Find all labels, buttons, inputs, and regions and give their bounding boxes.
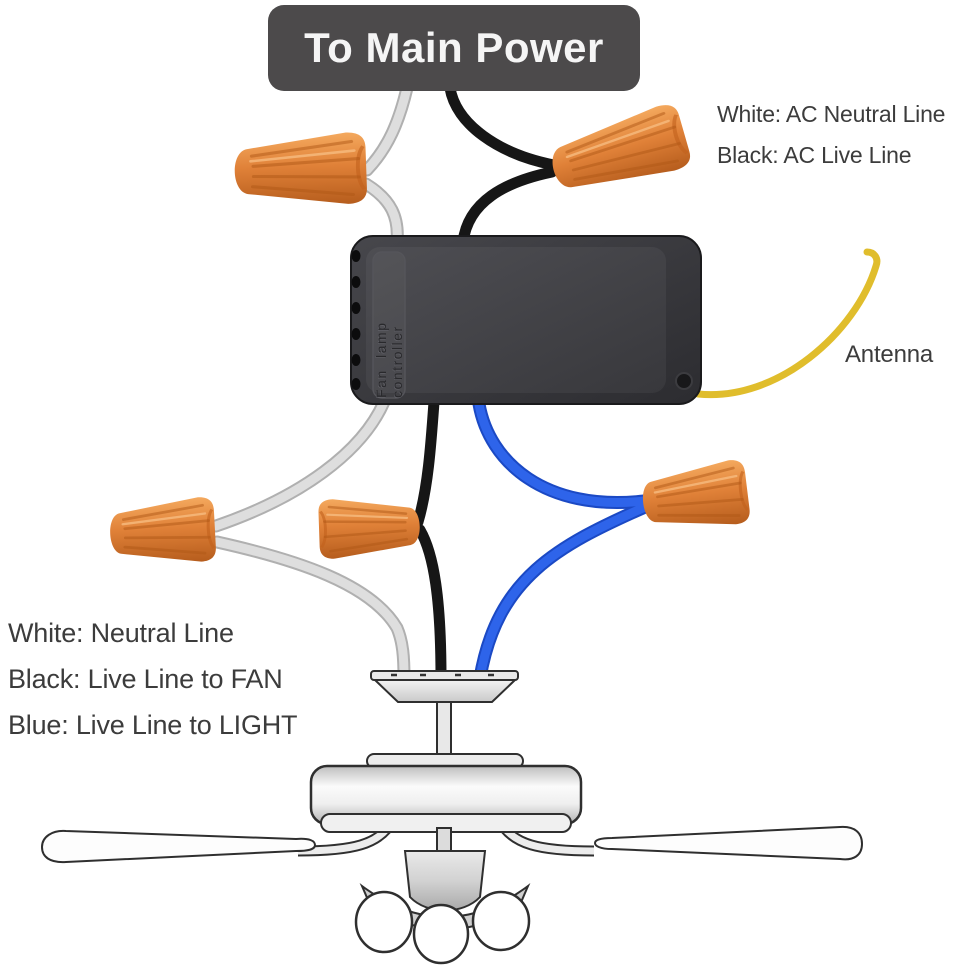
- canopy: [372, 679, 518, 703]
- light-kit-fitter: [403, 850, 487, 912]
- fan-live-wire: [412, 396, 440, 528]
- fan-blade-right: [593, 825, 864, 861]
- downrod: [436, 697, 452, 759]
- antenna-label: Antenna: [845, 341, 934, 368]
- fan-blade-left: [40, 829, 317, 864]
- fan-live-wire: [414, 524, 447, 684]
- ac-neutral-legend: White: AC Neutral Line: [717, 101, 946, 127]
- ceiling-fan: [40, 670, 864, 965]
- wire-entry-holes: [351, 250, 361, 390]
- antenna-port: [675, 372, 693, 390]
- wires: [209, 81, 881, 685]
- ac-live-legend: Black: AC Live Line: [717, 142, 912, 168]
- light-bulb-center: [412, 903, 470, 965]
- wire-nut-mid-left: [107, 494, 219, 568]
- wire-nut-mid-center: [316, 494, 423, 561]
- neutral-wire: [211, 397, 389, 531]
- light-live-wire: [475, 502, 650, 683]
- fan-live-legend: Black: Live Line to FAN: [8, 664, 283, 694]
- controller-box: [350, 235, 702, 405]
- controller-face: [366, 247, 666, 393]
- wire-nut-mid-right: [637, 456, 753, 537]
- wire-nut-top-left: [231, 129, 370, 210]
- light-bulb-left: [354, 890, 414, 954]
- light-live-legend: Blue: Live Line to LIGHT: [8, 710, 298, 740]
- ac-live-wire: [444, 82, 560, 171]
- light-live-wire-outline: [473, 500, 652, 685]
- neutral-legend: White: Neutral Line: [8, 618, 234, 648]
- neutral-wire: [212, 537, 409, 683]
- ac-live-wire: [457, 166, 558, 248]
- to-main-power-badge: To Main Power: [268, 5, 640, 91]
- light-bulb-right: [471, 890, 531, 952]
- controller-engraved-label: Fan lamp controller: [373, 321, 405, 398]
- ac-neutral-wire: [362, 83, 412, 175]
- light-kit-stem: [436, 827, 452, 853]
- antenna-wire: [694, 248, 881, 399]
- light-live-wire: [474, 399, 649, 507]
- neutral-wire-outline: [210, 535, 411, 685]
- to-main-power-label: To Main Power: [304, 24, 604, 71]
- wire-nut-top-right: [542, 99, 696, 205]
- controller-label-panel: [372, 251, 406, 399]
